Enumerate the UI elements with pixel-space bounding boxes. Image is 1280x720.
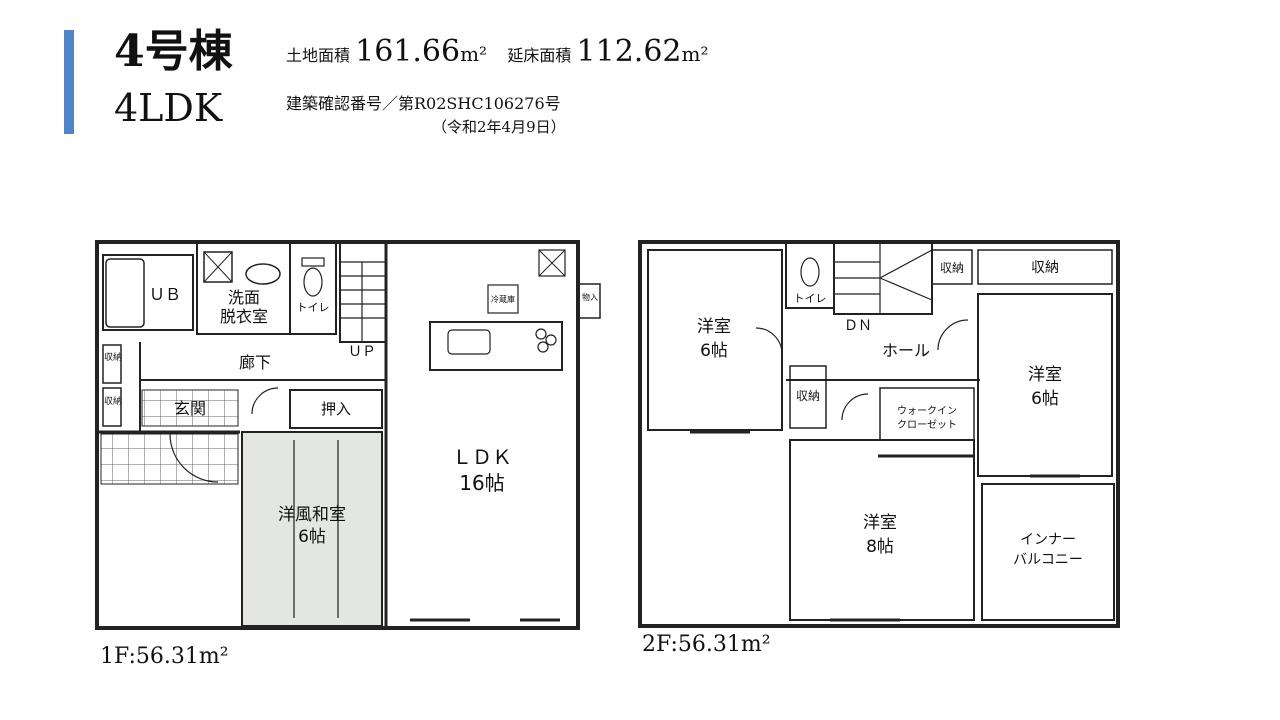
room-label-toilet: トイレ (297, 301, 330, 314)
building-number: 4号棟 (114, 26, 233, 77)
room-label-western-a-1: 洋室 (697, 317, 731, 337)
layout-type: 4LDK (114, 86, 223, 130)
floor-area-value: 112.62 (576, 34, 682, 69)
room-label-western-c-2: 8帖 (866, 537, 894, 557)
room-label-toilet-2f: トイレ (794, 292, 827, 305)
accent-bar (64, 30, 74, 134)
room-label-up: ＵＰ (348, 344, 376, 360)
floor-1-plan (95, 240, 601, 630)
room-label-hallway: 廊下 (239, 353, 271, 372)
land-area-unit: m² (460, 42, 488, 66)
room-label-wic-2: クローゼット (897, 419, 957, 431)
room-label-storage-small: 収納 (940, 261, 964, 275)
room-label-ldk-1: ＬＤＫ (452, 445, 512, 469)
land-area-value: 161.66 (355, 34, 461, 69)
floor-1-area: 1F:56.31m² (100, 644, 229, 669)
room-label-ldk-2: 16帖 (459, 471, 504, 495)
floor-area-unit: m² (681, 42, 709, 66)
room-label-storage-vertical: 収納 (796, 389, 820, 403)
room-label-balcony-2: バルコニー (1013, 552, 1083, 568)
room-label-tatami-1: 洋風和室 (278, 505, 346, 525)
floor-2-plan (638, 240, 1120, 628)
room-label-wic-1: ウォークイン (897, 405, 957, 417)
floor-2-area: 2F:56.31m² (642, 632, 771, 657)
floor-1-labels: ＵＢ 洗面 脱衣室 トイレ 廊下 ＵＰ 玄関 収納 収納 押入 冷蔵庫 物入 洋… (104, 285, 598, 547)
room-label-storage-1: 収納 (104, 351, 122, 363)
room-label-washroom-2: 脱衣室 (220, 307, 268, 326)
area-info: 土地面積 161.66m² 延床面積 112.62m² (286, 34, 709, 69)
land-area-label: 土地面積 (286, 46, 351, 65)
room-label-hall: ホール (882, 341, 930, 360)
room-label-ub: ＵＢ (149, 285, 181, 304)
floor-2-labels: 洋室 6帖 トイレ ＤＮ 収納 収納 ホール 収納 ウォークイン クローゼット … (697, 260, 1083, 568)
room-label-dn: ＤＮ (844, 318, 872, 334)
permit-number: 建築確認番号／第R02SHC106276号 (286, 94, 561, 113)
label-fridge: 冷蔵庫 (491, 294, 515, 304)
room-label-western-b-2: 6帖 (1031, 389, 1059, 409)
room-label-balcony-1: インナー (1020, 532, 1076, 548)
room-label-closet: 押入 (321, 400, 351, 418)
room-label-storage-long: 収納 (1031, 260, 1059, 276)
room-label-washroom-1: 洗面 (228, 288, 260, 307)
room-label-western-b-1: 洋室 (1028, 365, 1062, 385)
room-label-western-c-1: 洋室 (863, 513, 897, 533)
room-label-entrance: 玄関 (174, 399, 206, 418)
label-shoes: 物入 (582, 292, 598, 302)
room-label-storage-2: 収納 (104, 395, 122, 407)
room-label-tatami-2: 6帖 (298, 527, 326, 547)
permit-date: （令和2年4月9日） (432, 118, 566, 136)
floor-area-label: 延床面積 (507, 46, 572, 65)
room-label-western-a-2: 6帖 (700, 341, 728, 361)
